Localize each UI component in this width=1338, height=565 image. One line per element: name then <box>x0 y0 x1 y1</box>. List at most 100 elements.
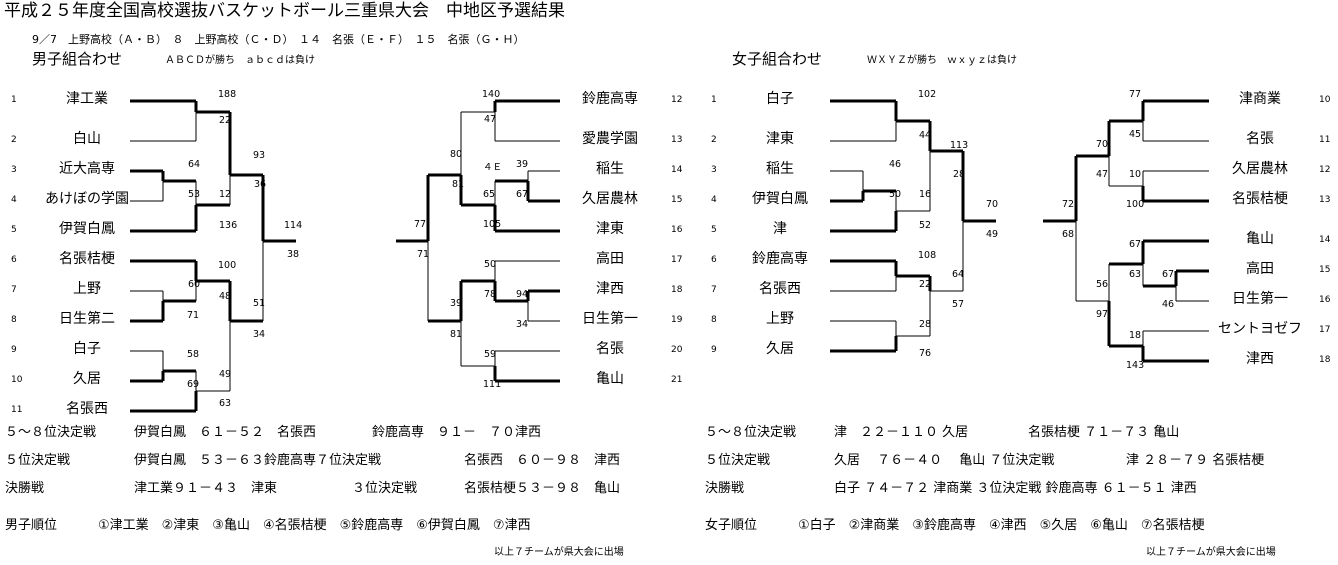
match-score: 46 <box>1162 299 1175 310</box>
boys-result-label: 決勝戦 <box>5 481 45 496</box>
girls-note: ＷＸＹＺが勝ち ｗｘｙｚは負け <box>867 55 1017 66</box>
team-seed: 18 <box>1319 355 1331 365</box>
match-score: ４Ｅ <box>483 162 503 173</box>
team-name: 白子 <box>73 341 101 357</box>
team-seed: 2 <box>711 135 717 145</box>
match-score: 77 <box>1129 89 1142 100</box>
team-name: 名張桔梗 <box>59 251 115 267</box>
match-score: 28 <box>953 169 966 180</box>
team-seed: 16 <box>671 225 683 235</box>
team-seed: 9 <box>11 345 17 355</box>
match-score: 34 <box>253 329 266 340</box>
team-seed: 1 <box>711 95 717 105</box>
team-name: 白子 <box>766 91 794 107</box>
match-score: 46 <box>889 159 902 170</box>
match-score: 57 <box>952 299 965 310</box>
match-score: 80 <box>450 149 463 160</box>
team-name: 高田 <box>1246 261 1274 277</box>
match-score: 60 <box>188 279 201 290</box>
team-seed: 2 <box>11 135 17 145</box>
team-seed: 19 <box>671 315 683 325</box>
team-name: 稲生 <box>596 161 624 177</box>
match-score: 47 <box>484 114 497 125</box>
boys-result-text: 鈴鹿高専 ９１－ ７０津西 <box>372 425 542 440</box>
team-seed: 13 <box>1319 195 1331 205</box>
girls-ranking-label: 女子順位 <box>705 518 758 533</box>
match-score: 102 <box>918 89 937 100</box>
team-name: 名張桔梗 <box>1232 191 1288 207</box>
match-score: 188 <box>218 89 237 100</box>
match-score: 77 <box>414 219 427 230</box>
match-score: 67 <box>1129 239 1142 250</box>
match-score: 63 <box>1129 269 1142 280</box>
match-score: 136 <box>219 220 238 231</box>
team-seed: 9 <box>711 345 717 355</box>
team-name: 名張 <box>596 341 624 357</box>
match-score: 18 <box>1129 330 1142 341</box>
match-score: 47 <box>1096 169 1109 180</box>
match-score: 28 <box>919 319 932 330</box>
team-name: 日生第二 <box>59 311 115 327</box>
team-name: 名張西 <box>66 401 108 417</box>
match-score: 16 <box>919 189 932 200</box>
match-score: 114 <box>284 220 303 231</box>
team-seed: 5 <box>711 225 717 235</box>
girls-result-text: 津 ２８－７９ 名張桔梗 <box>1126 453 1265 468</box>
team-name: 愛農学園 <box>582 131 638 147</box>
team-name: 久居農林 <box>1232 161 1288 177</box>
boys-result-text: 津工業９１－４３ 津東 <box>134 481 278 496</box>
girls-result-text: 久居 ７６－４０ 亀山 ７位決定戦 <box>834 453 1055 468</box>
match-score: 50 <box>484 259 497 270</box>
team-name: セントヨゼフ <box>1218 321 1302 337</box>
match-score: 70 <box>1096 139 1109 150</box>
team-seed: 8 <box>711 315 717 325</box>
team-name: 津工業 <box>66 91 108 107</box>
girls-footnote: 以上７チームが県大会に出場 <box>1146 547 1276 558</box>
match-score: 58 <box>187 349 200 360</box>
boys-result-text: 名張西 ６０－９８ 津西 <box>464 453 621 468</box>
match-score: 53 <box>188 189 201 200</box>
match-score: 67 <box>516 189 529 200</box>
team-seed: 6 <box>11 255 17 265</box>
girls-result-label: ５～８位決定戦 <box>705 425 797 440</box>
match-score: 39 <box>516 159 529 170</box>
team-name: 高田 <box>596 251 624 267</box>
match-score: 94 <box>516 289 529 300</box>
team-name: 鈴鹿高専 <box>582 91 638 107</box>
match-score: 65 <box>483 189 496 200</box>
match-score: 34 <box>516 319 529 330</box>
match-score: 67 <box>1162 269 1175 280</box>
team-name: 近大高専 <box>59 161 115 177</box>
team-name: 日生第一 <box>1232 291 1288 307</box>
match-score: 52 <box>919 220 932 231</box>
match-score: 108 <box>918 250 937 261</box>
team-seed: 17 <box>671 255 683 265</box>
match-score: 140 <box>482 89 501 100</box>
team-name: 津西 <box>596 281 624 297</box>
team-seed: 15 <box>1319 265 1331 275</box>
team-name: 伊賀白鳳 <box>752 191 808 207</box>
boys-result-label: ５～８位決定戦 <box>5 425 97 440</box>
match-score: 76 <box>919 348 932 359</box>
boys-ranking-label: 男子順位 <box>5 518 58 533</box>
match-score: 44 <box>919 130 932 141</box>
match-score: 10 <box>1129 169 1142 180</box>
match-score: 39 <box>450 298 463 309</box>
match-score: 12 <box>219 189 232 200</box>
team-seed: 4 <box>711 195 717 205</box>
team-seed: 6 <box>711 255 717 265</box>
team-seed: 16 <box>1319 295 1331 305</box>
match-score: 49 <box>219 369 232 380</box>
team-name: 鈴鹿高専 <box>752 251 808 267</box>
team-name: 久居農林 <box>582 191 638 207</box>
team-name: 津西 <box>1246 351 1274 367</box>
match-score: 45 <box>1129 129 1142 140</box>
team-name: 日生第一 <box>582 311 638 327</box>
match-score: 63 <box>219 398 232 409</box>
team-seed: 10 <box>1319 95 1331 105</box>
match-score: 105 <box>483 219 502 230</box>
team-seed: 14 <box>1319 235 1331 245</box>
girls-result-text: 名張桔梗 ７１－７３ 亀山 <box>1028 425 1180 440</box>
match-score: 111 <box>483 379 502 390</box>
team-name: 津 <box>773 221 787 237</box>
